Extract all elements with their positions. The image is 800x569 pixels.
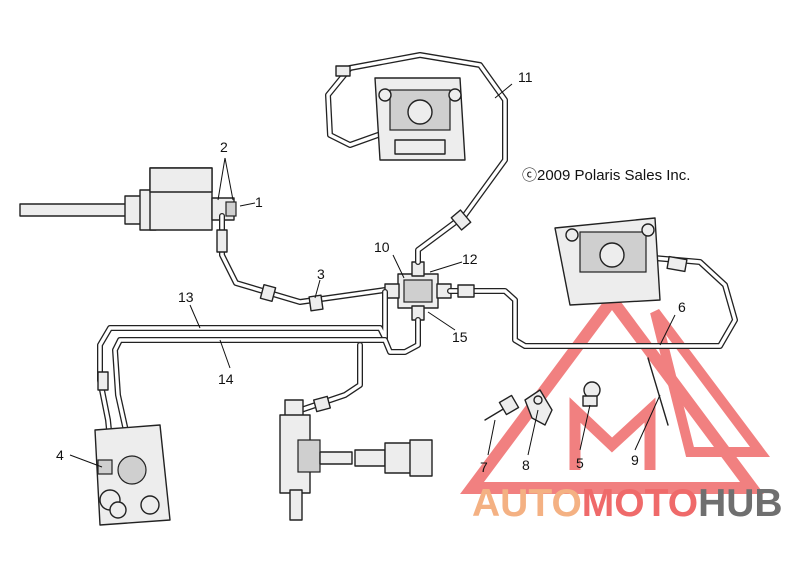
junction-block xyxy=(384,261,452,321)
brake-line-6 xyxy=(447,252,738,349)
brake-line-14 xyxy=(97,317,421,443)
bleeder-screw xyxy=(484,394,520,421)
brake-line-13 xyxy=(97,289,388,443)
pedal-cylinder-assembly xyxy=(279,399,433,521)
callout-3: 3 xyxy=(317,266,325,282)
callout-12: 12 xyxy=(462,251,478,267)
rod xyxy=(647,357,669,426)
callout-4: 4 xyxy=(56,447,64,463)
clamp xyxy=(582,381,601,407)
upper-caliper xyxy=(374,77,466,161)
callout-15: 15 xyxy=(452,329,468,345)
watermark-text-moto: MOTO xyxy=(582,482,698,525)
watermark-wordmark: AUTOMOTOHUB xyxy=(472,482,783,525)
watermark-text-hub: HUB xyxy=(698,482,783,525)
callout-8: 8 xyxy=(522,457,530,473)
watermark-text-auto: AUTO xyxy=(472,482,582,525)
callout-5: 5 xyxy=(576,455,584,471)
bracket xyxy=(524,389,553,426)
right-caliper xyxy=(554,217,661,306)
callout-labels: 1 2 3 4 5 6 7 8 9 10 11 12 13 14 15 xyxy=(56,69,686,475)
brake-line-11 xyxy=(325,52,508,265)
callout-13: 13 xyxy=(178,289,194,305)
callout-11: 11 xyxy=(518,69,533,85)
callout-1: 1 xyxy=(255,194,263,210)
brake-line-3 xyxy=(216,213,388,312)
lower-left-caliper xyxy=(94,424,171,526)
callout-6: 6 xyxy=(678,299,686,315)
callout-14: 14 xyxy=(218,371,234,387)
copyright-notice: ⓒ2009 Polaris Sales Inc. xyxy=(522,167,690,184)
callout-9: 9 xyxy=(631,452,639,468)
callout-2: 2 xyxy=(220,139,228,155)
master-cylinder xyxy=(19,167,237,231)
svg-text:AUTOMOTOHUB: AUTOMOTOHUB xyxy=(472,482,783,525)
callout-7: 7 xyxy=(480,459,488,475)
callout-10: 10 xyxy=(374,239,390,255)
leader-lines xyxy=(69,83,676,468)
